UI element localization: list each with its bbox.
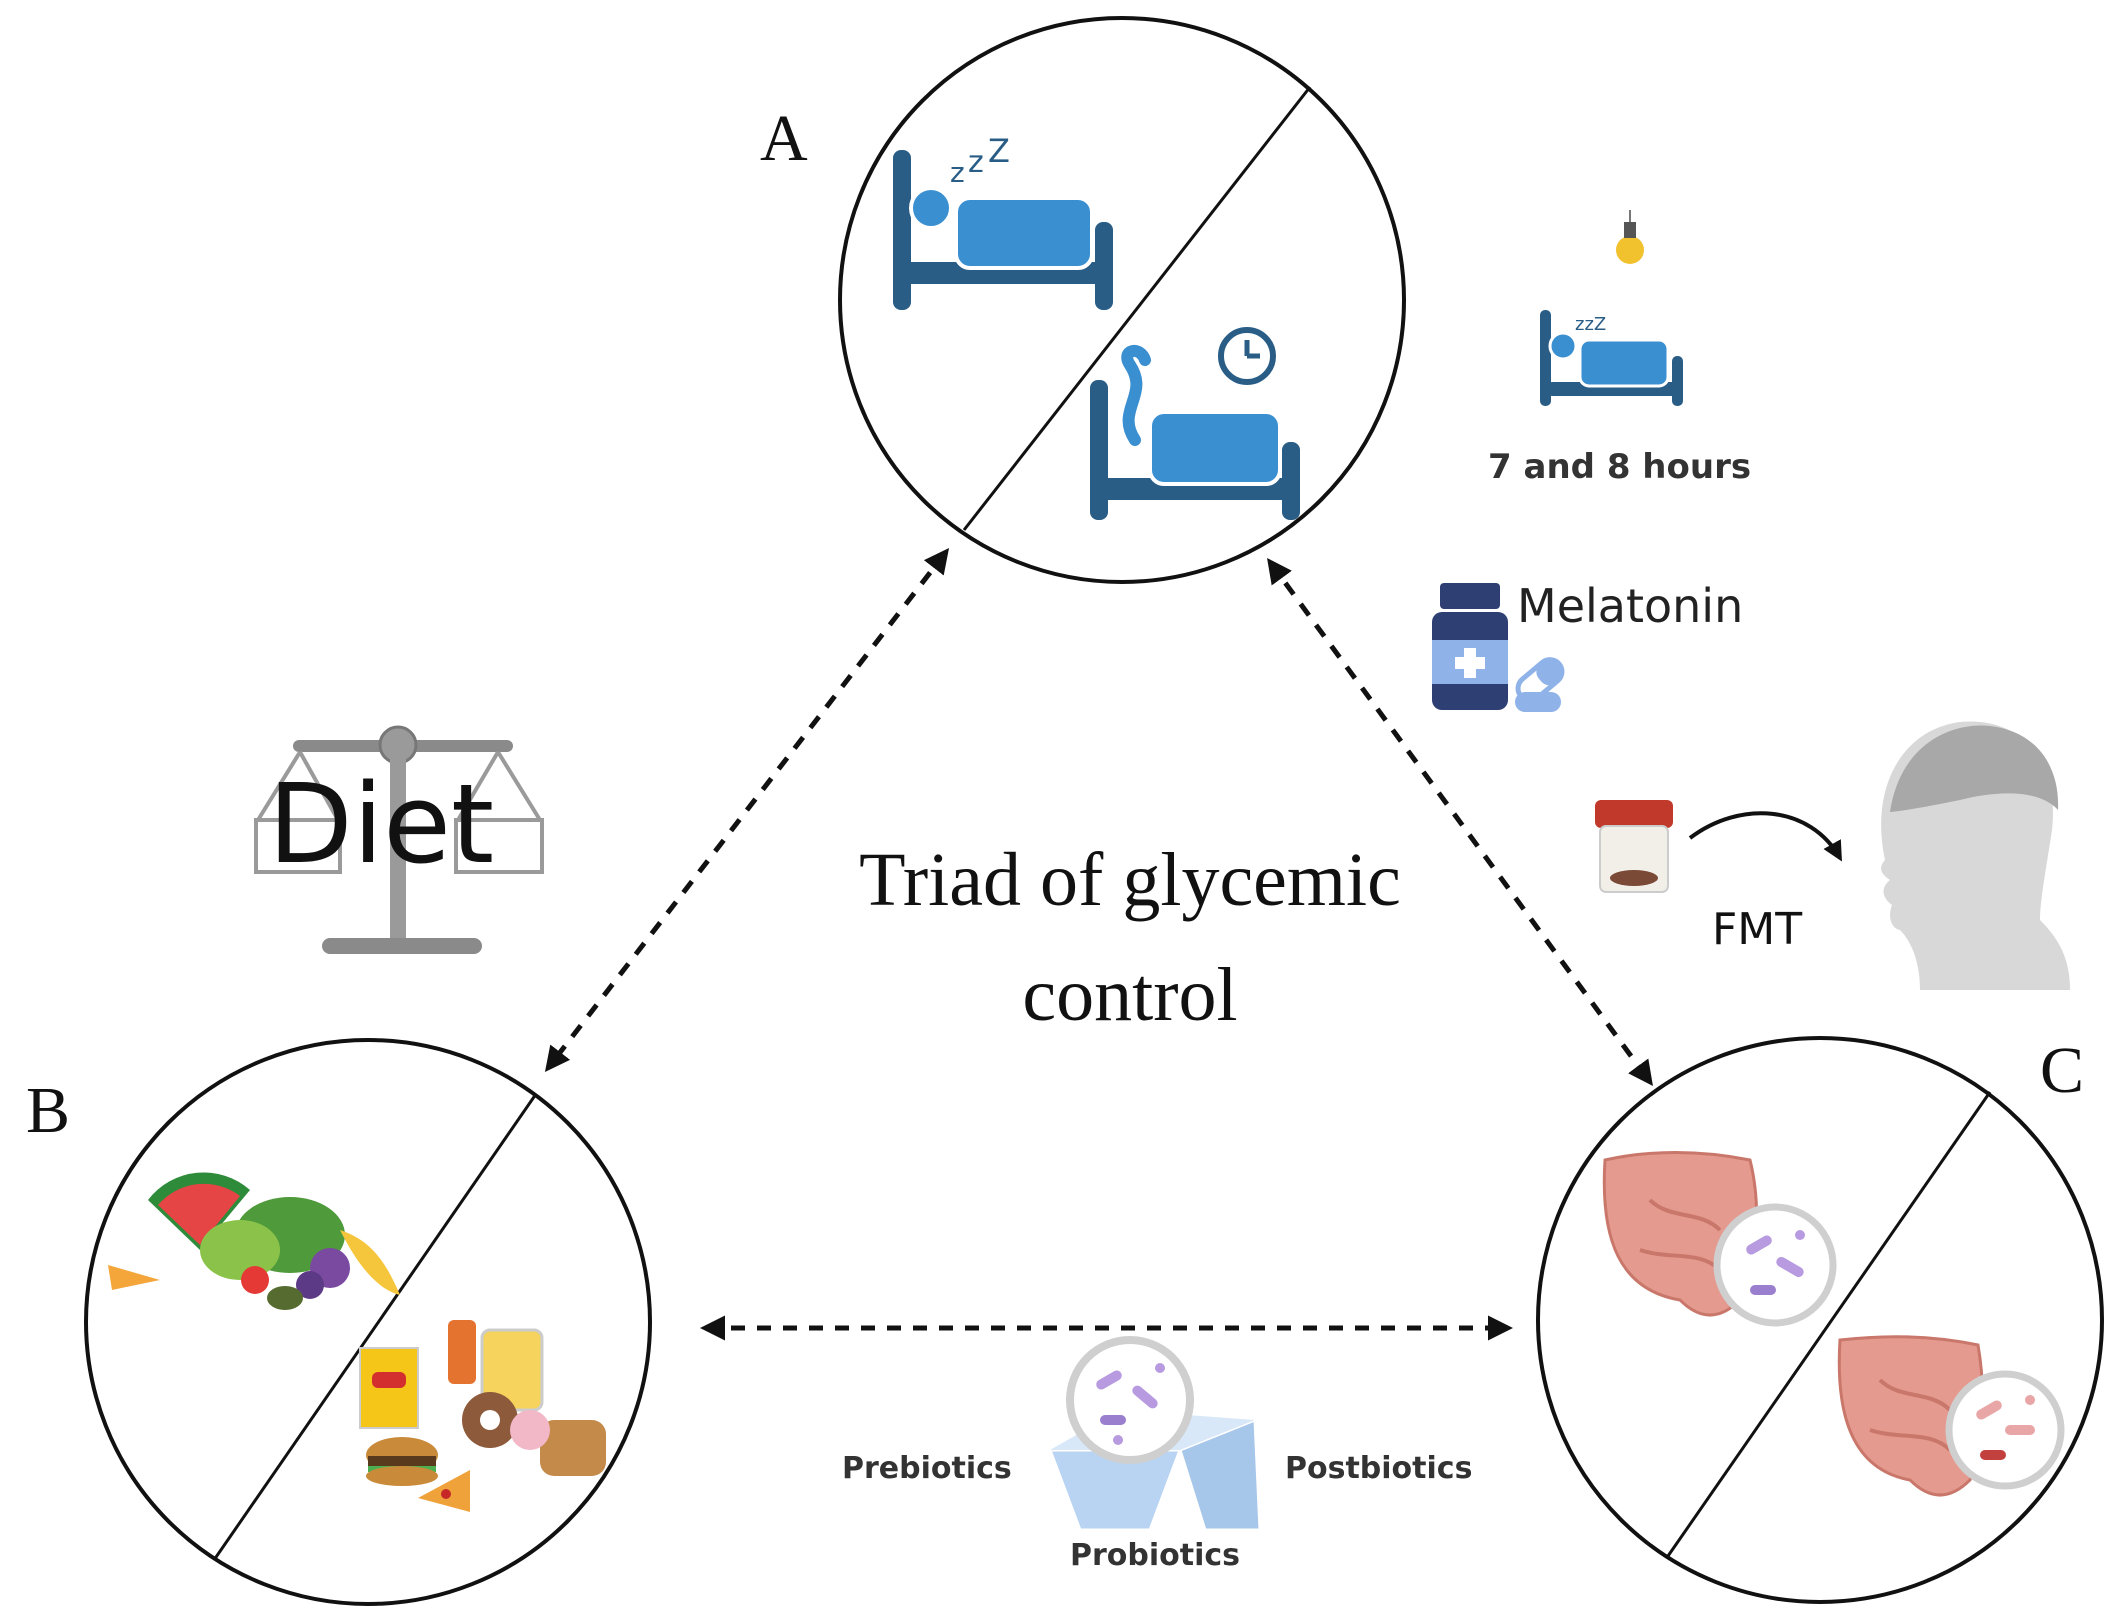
circle-a-sleep: z z Z <box>838 16 1406 584</box>
bed-awake-icon <box>1090 345 1300 520</box>
bacteria-bad-magnifier-icon <box>1945 1370 2065 1490</box>
intestine-dysbiosis-icon <box>1837 1335 1985 1497</box>
postbiotics-label: Postbiotics <box>1285 1451 1472 1486</box>
svg-text:Z: Z <box>988 132 1010 170</box>
clock-icon <box>1218 327 1276 385</box>
label-c: C <box>2040 1034 2084 1107</box>
arrow-a-c <box>1267 557 1653 1087</box>
capsule-icon <box>1515 657 1565 712</box>
label-b: B <box>26 1074 70 1147</box>
person-head-icon <box>1881 721 2070 990</box>
probiotics-label: Probiotics <box>1070 1538 1240 1573</box>
svg-text:z: z <box>968 145 984 180</box>
diet-word: Diet <box>268 760 494 888</box>
svg-text:zzZ: zzZ <box>1575 314 1606 335</box>
small-bed-icon: zzZ <box>1540 310 1683 406</box>
fmt-arrow <box>1688 811 1842 862</box>
light-bulb-icon <box>1616 210 1644 264</box>
connector-arrows <box>544 548 1653 1341</box>
label-a: A <box>760 102 808 175</box>
stool-jar-icon <box>1595 800 1673 893</box>
prebiotics-label: Prebiotics <box>842 1451 1012 1486</box>
bacteria-magnifier-icon <box>1066 1336 1194 1464</box>
fmt-label: FMT <box>1712 904 1802 955</box>
arrow-a-b <box>544 548 950 1072</box>
fruits-vegetables-icon <box>108 1172 400 1310</box>
circle-c-gut <box>1536 1036 2104 1604</box>
bacteria-magnifier-icon <box>1713 1203 1837 1327</box>
sleep-duration-text: 7 and 8 hours <box>1488 447 1751 487</box>
medicine-bottle-icon <box>1432 583 1508 710</box>
bed-sleep-icon: z z Z <box>893 132 1113 310</box>
center-title-line2: control <box>1022 953 1237 1037</box>
melatonin-label: Melatonin <box>1517 579 1743 633</box>
junk-food-icon <box>359 1320 606 1512</box>
circle-b-diet <box>84 1038 652 1606</box>
svg-text:z: z <box>950 156 965 189</box>
center-title-line1: Triad of glycemic <box>859 838 1401 922</box>
scale-icon <box>254 725 544 954</box>
